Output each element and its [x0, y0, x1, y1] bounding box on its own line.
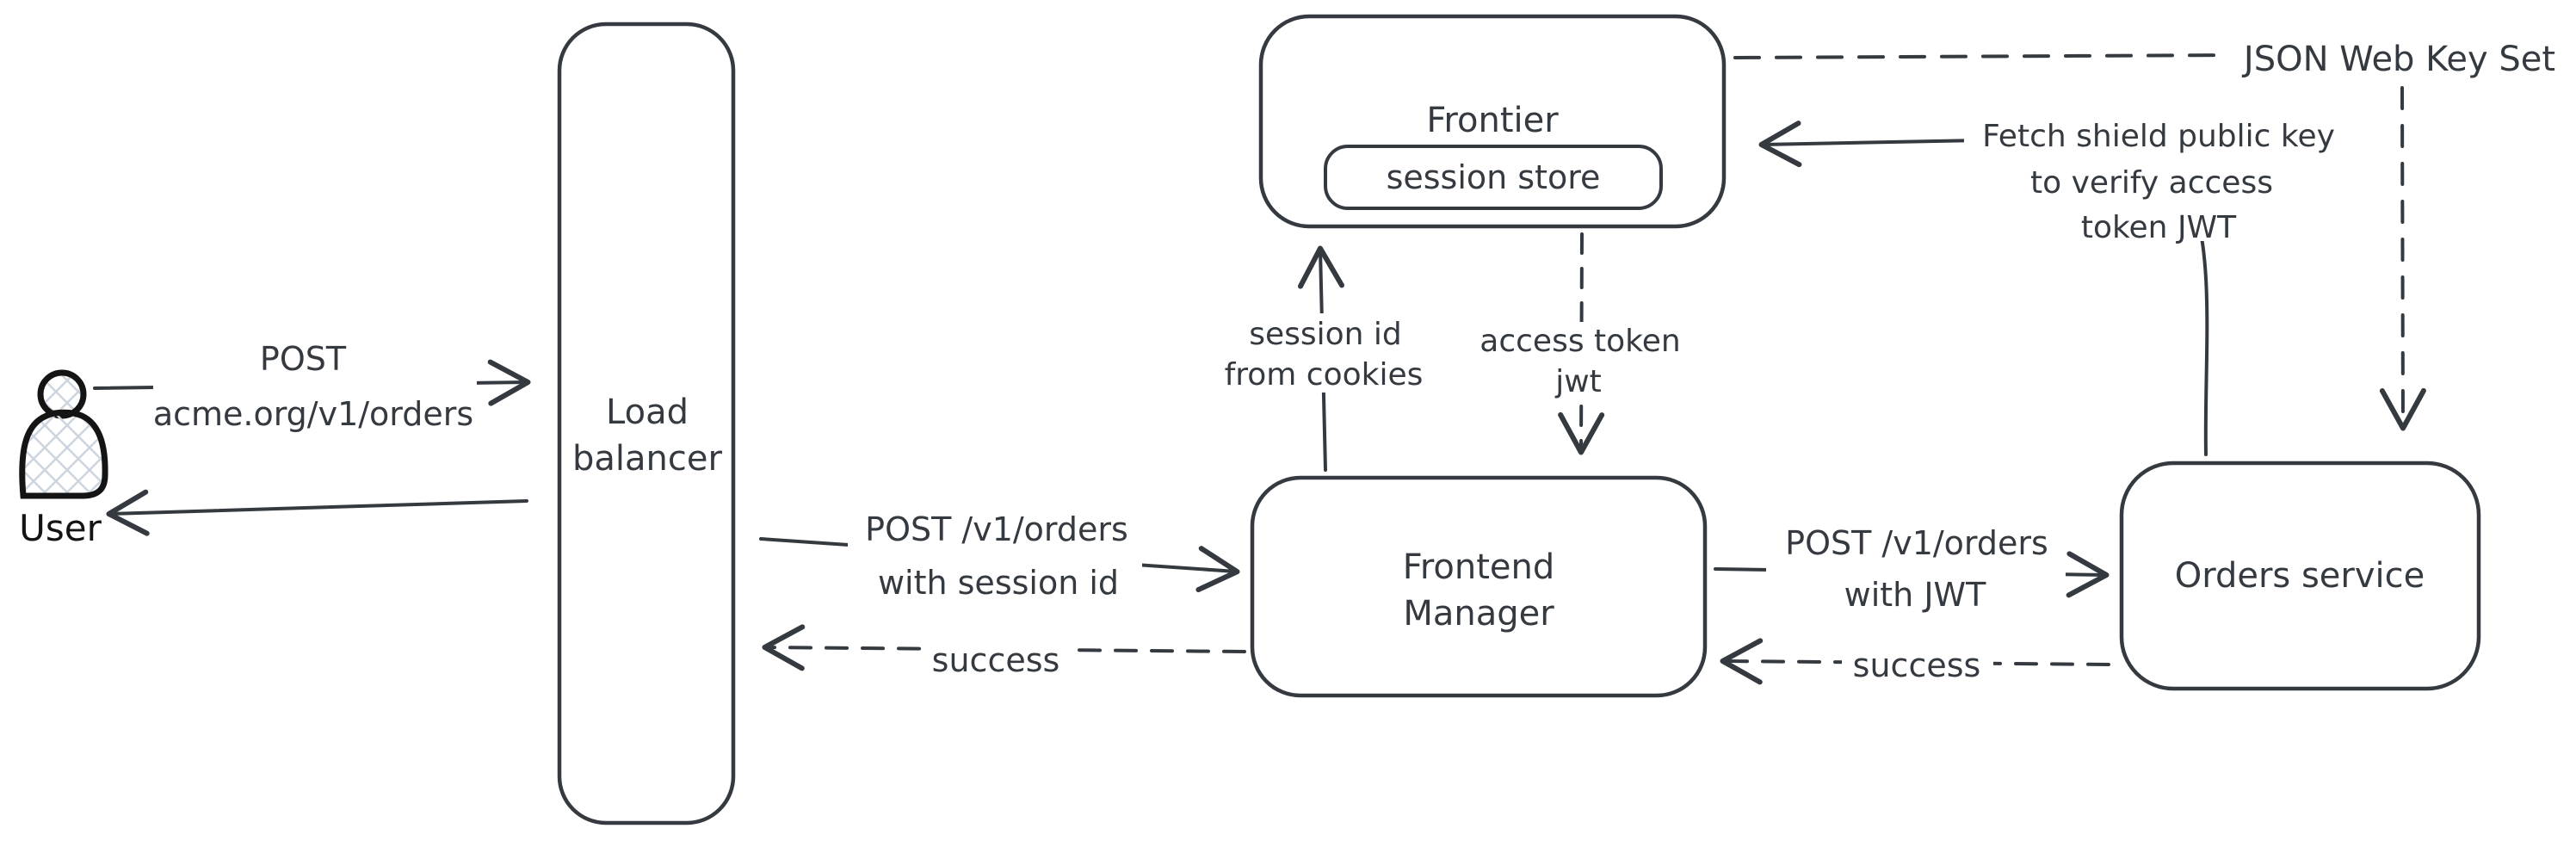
frontier-box [1258, 14, 1727, 229]
flow-orders-to-frontier-label-line3: token JWT [2081, 210, 2237, 245]
frontend-manager-label-line1: Frontend [1403, 547, 1555, 587]
frontier-label: Frontier [1426, 101, 1559, 140]
flow-orders-to-frontier-label-line1: Fetch shield public key [1982, 119, 2335, 154]
label-bg [1842, 646, 1993, 687]
flow-fm-to-frontier-label-line1: session id [1249, 317, 1402, 352]
flow-orders-to-frontier-label-line2: to verify access [2030, 165, 2273, 201]
arrow-jwks-to-orders-service [2379, 86, 2426, 431]
jwks-label: JSON Web Key Set [2241, 40, 2555, 79]
label-bg [923, 635, 1071, 677]
flow-fm-to-frontier-label-line2: from cookies [1225, 357, 1424, 393]
orders-service-label: Orders service [2175, 556, 2425, 596]
session-store-box [1324, 145, 1663, 210]
arrow-load-balancer-to-user [106, 489, 528, 536]
session-store-label: session store [1387, 158, 1601, 196]
load-balancer-label-line1: Load [606, 393, 689, 432]
flow-frontier-to-fm-label-line2: jwt [1554, 364, 1602, 399]
flow-frontier-to-fm-label-line1: access token [1480, 324, 1680, 359]
label-bg [153, 337, 477, 436]
user-figure [19, 369, 108, 499]
arrow-frontend-manager-to-load-balancer-success [762, 624, 1246, 671]
load-balancer-box [557, 22, 736, 825]
flow-lb-to-fm-label-line1: POST /v1/orders [865, 510, 1128, 548]
user-label: User [19, 507, 102, 549]
flow-fm-to-orders-label-line2: with JWT [1844, 576, 1986, 614]
label-bg [1766, 520, 2066, 615]
flow-user-to-lb-label-line2: acme.org/v1/orders [153, 395, 473, 433]
flow-lb-to-fm-label-line2: with session id [878, 564, 1119, 602]
line-frontier-to-jwks [1733, 53, 2227, 59]
label-bg [1214, 313, 1436, 393]
frontend-manager-box [1250, 475, 1708, 698]
flow-orders-to-fm-success-label: success [1853, 646, 1981, 684]
user-head [37, 369, 87, 419]
flow-user-to-lb-label-line1: POST [260, 340, 347, 378]
label-bg [1964, 112, 2353, 241]
flow-fm-to-lb-success-label: success [932, 641, 1060, 679]
orders-service-box [2119, 461, 2481, 691]
user-body [19, 409, 108, 499]
diagram-labels: Load balancer Frontier session store Fro… [19, 40, 2555, 684]
label-bg [1465, 322, 1696, 399]
load-balancer-label-line2: balancer [572, 439, 722, 479]
label-backgrounds [153, 112, 2353, 687]
label-bg [848, 506, 1142, 604]
flow-fm-to-orders-label-line1: POST /v1/orders [1785, 524, 2048, 562]
frontend-manager-label-line2: Manager [1403, 594, 1554, 634]
